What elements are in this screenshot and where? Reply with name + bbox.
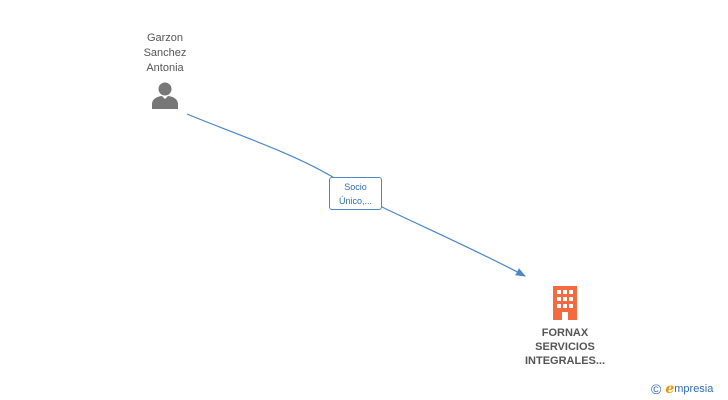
building-icon — [553, 286, 577, 320]
edge-label-line-1: Socio — [344, 182, 367, 192]
company-name-line-3: INTEGRALES... — [524, 355, 606, 367]
edge-label-socio-unico[interactable]: Socio Único,... — [329, 177, 382, 210]
edge-label-line-2: Único,... — [338, 196, 372, 206]
company-name-line-2: SERVICIOS — [535, 341, 595, 353]
person-name-line-3: Antonia — [146, 62, 184, 74]
copyright-icon: © — [651, 381, 662, 397]
brand-logo-text: mpresia — [674, 383, 714, 395]
company-name-line-1: FORNAX — [541, 327, 589, 339]
person-name-line-2: Sanchez — [143, 47, 187, 59]
person-node[interactable]: Garzon Sanchez Antonia — [115, 31, 215, 110]
brand-watermark: © e mpresia — [651, 381, 713, 397]
person-icon — [152, 82, 178, 109]
brand-logo-letter: e — [665, 381, 675, 397]
company-node[interactable]: FORNAX SERVICIOS INTEGRALES... — [507, 286, 623, 368]
person-name-line-1: Garzon — [146, 32, 184, 44]
